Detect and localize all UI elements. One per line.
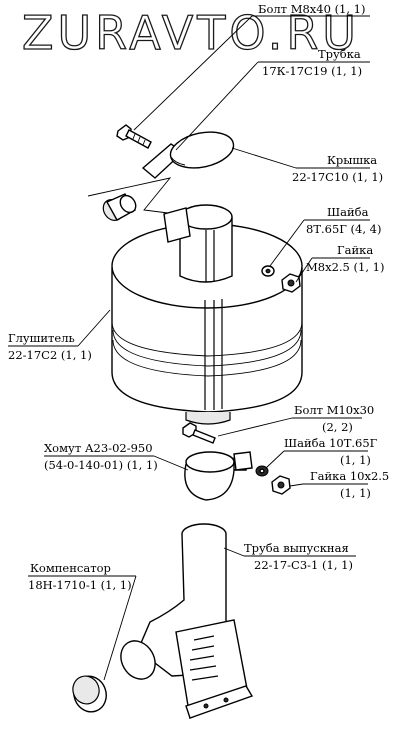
label-cover: Крышка 22-17С10 (1, 1): [292, 153, 383, 184]
label-washer-10: Шайба 10Т.65Г (1, 1): [284, 436, 378, 467]
label-washer-10-name: Шайба 10Т.65Г: [284, 436, 378, 450]
label-muffler: Глушитель 22-17С2 (1, 1): [8, 331, 92, 362]
label-cover-name: Крышка: [327, 153, 377, 167]
label-exhaust-pipe: Труба выпускная 22-17-С3-1 (1, 1): [244, 541, 353, 572]
label-washer-8: Шайба 8Т.65Г (4, 4): [306, 205, 381, 236]
label-nut-m8: Гайка М8х2.5 (1, 1): [306, 243, 384, 274]
compensator-part: [72, 675, 107, 713]
exhaust-pipe-part: [120, 523, 254, 719]
label-clamp-code: (54-0-140-01) (1, 1): [44, 458, 158, 472]
label-nut-10-name: Гайка 10х2.5: [310, 469, 389, 483]
muffler-part: [111, 204, 303, 425]
label-pipe-name: Трубка: [318, 47, 361, 61]
label-nut-10-code: (1, 1): [340, 486, 371, 500]
label-washer-10-code: (1, 1): [340, 453, 371, 467]
label-clamp: Хомут А23-02-950 (54-0-140-01) (1, 1): [44, 441, 158, 472]
cover-part: [169, 131, 235, 169]
label-compensator-code: 18Н-1710-1 (1, 1): [28, 578, 132, 592]
label-compensator-name: Компенсатор: [30, 561, 111, 575]
label-washer-8-code: 8Т.65Г (4, 4): [306, 222, 381, 236]
leader-lines: [8, 15, 370, 681]
label-bolt-m10: Болт М10х30 (2, 2): [294, 403, 374, 434]
bolt-m8-part: [116, 124, 152, 149]
label-exhaust-pipe-code: 22-17-С3-1 (1, 1): [254, 558, 353, 572]
label-bolt-m10-code: (2, 2): [322, 420, 353, 434]
label-bolt-m10-name: Болт М10х30: [294, 403, 374, 417]
label-exhaust-pipe-name: Труба выпускная: [244, 541, 349, 555]
label-nut-m8-name: Гайка: [337, 243, 373, 257]
washer-8-part: [261, 265, 275, 277]
watermark-text: ZURAVTO.RU: [22, 6, 360, 60]
label-washer-8-name: Шайба: [327, 205, 369, 219]
bolt-m10-part: [182, 422, 216, 444]
label-pipe: Трубка 17К-17С19 (1, 1): [262, 47, 362, 78]
clamp-part: [184, 451, 253, 501]
label-muffler-name: Глушитель: [8, 331, 75, 345]
label-compensator: Компенсатор 18Н-1710-1 (1, 1): [28, 561, 132, 592]
nut-10-part: [271, 475, 291, 495]
label-nut-10: Гайка 10х2.5 (1, 1): [310, 469, 389, 500]
label-cover-code: 22-17С10 (1, 1): [292, 170, 383, 184]
label-bolt-m8-name: Болт М8х40 (1, 1): [258, 2, 365, 16]
washer-10-part: [255, 465, 269, 477]
assembly-guide-lines: [87, 177, 177, 215]
nut-m8-part: [281, 273, 301, 293]
label-bolt-m8: Болт М8х40 (1, 1): [258, 2, 365, 16]
label-muffler-code: 22-17С2 (1, 1): [8, 348, 92, 362]
label-nut-m8-code: М8х2.5 (1, 1): [306, 260, 384, 274]
label-clamp-name: Хомут А23-02-950: [44, 441, 153, 455]
label-pipe-code: 17К-17С19 (1, 1): [262, 64, 362, 78]
